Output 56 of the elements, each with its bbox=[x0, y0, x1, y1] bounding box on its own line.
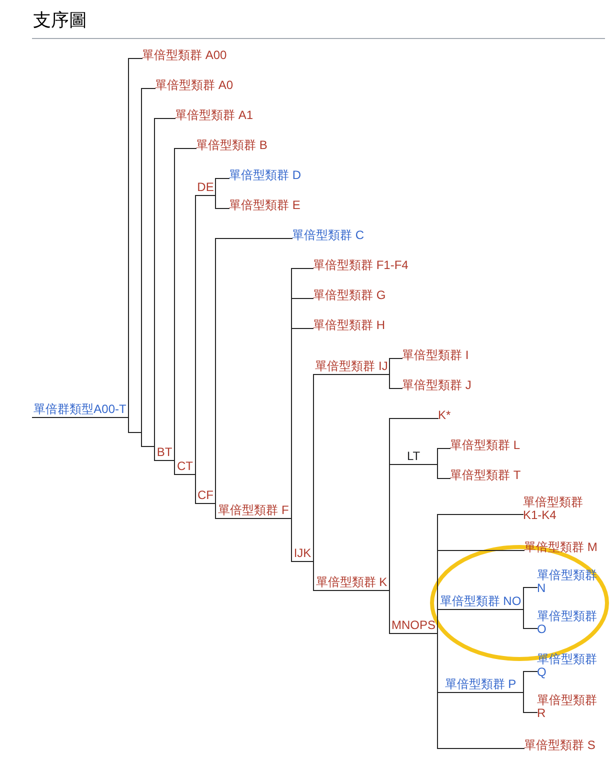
clade-label: 單倍型類群 K bbox=[314, 575, 389, 590]
branch-line bbox=[523, 692, 538, 713]
branch-line bbox=[523, 609, 538, 629]
leaf-label: 單倍型類群 H bbox=[313, 318, 385, 332]
leaf-label: 單倍型類群 A00 bbox=[142, 48, 227, 62]
clade-label: BT bbox=[155, 445, 174, 460]
branch-line bbox=[291, 518, 314, 562]
branch-line bbox=[437, 633, 524, 749]
leaf-label: 單倍型類群 D bbox=[229, 168, 301, 182]
clade-label: CT bbox=[175, 459, 195, 474]
branch-line bbox=[389, 358, 402, 375]
branch-line bbox=[389, 374, 402, 389]
clade-label: CF bbox=[196, 488, 215, 503]
leaf-label: 單倍型類群 E bbox=[229, 198, 300, 212]
clade-label: MNOPS bbox=[390, 618, 437, 633]
clade-label: DE bbox=[196, 180, 215, 195]
branch-line bbox=[523, 671, 538, 693]
branch-line bbox=[215, 238, 292, 504]
branch-line bbox=[437, 464, 450, 479]
branch-line bbox=[174, 148, 196, 461]
diagram-title: 支序圖 bbox=[33, 9, 87, 32]
clade-label: LT bbox=[390, 449, 437, 464]
leaf-label: 單倍型類群 A1 bbox=[175, 108, 254, 122]
clade-label: 單倍型類群 P bbox=[438, 677, 523, 692]
leaf-label: 單倍型類群 G bbox=[313, 288, 386, 302]
branch-line bbox=[195, 195, 216, 475]
clade-label: 單倍型類群 IJ bbox=[314, 359, 389, 374]
branch-line bbox=[437, 609, 524, 634]
leaf-label: 單倍型類群 R bbox=[537, 694, 601, 720]
leaf-label: 單倍型類群 A0 bbox=[155, 78, 234, 92]
branch-line bbox=[437, 448, 450, 465]
leaf-label: 單倍型類群 L bbox=[450, 438, 520, 452]
clade-label: IJK bbox=[292, 546, 313, 561]
branch-line bbox=[128, 417, 175, 461]
branch-line bbox=[313, 561, 390, 591]
leaf-label: 單倍型類群 S bbox=[524, 738, 596, 752]
clade-label: 單倍型類群 F bbox=[216, 503, 291, 518]
leaf-label: 單倍型類群 J bbox=[402, 378, 472, 392]
leaf-label: 單倍型類群 K1-K4 bbox=[523, 496, 587, 522]
leaf-label: K* bbox=[438, 408, 451, 422]
root-label: 單倍群類型A00-T bbox=[32, 402, 128, 418]
branch-line bbox=[195, 474, 216, 504]
clade-label: 單倍型類群 NO bbox=[438, 594, 523, 609]
leaf-label: 單倍型類群 T bbox=[450, 468, 521, 482]
leaf-label: 單倍型類群 B bbox=[196, 138, 268, 152]
leaf-label: 單倍型類群 C bbox=[292, 228, 364, 242]
branch-line bbox=[215, 178, 230, 196]
branch-line bbox=[128, 58, 142, 418]
leaf-label: 單倍型類群 F1-F4 bbox=[313, 258, 408, 272]
branch-line bbox=[313, 374, 390, 562]
branch-line bbox=[215, 195, 230, 209]
branch-line bbox=[389, 590, 438, 634]
leaf-label: 單倍型類群 I bbox=[402, 348, 469, 362]
leaf-label: 單倍型類群 O bbox=[537, 610, 601, 636]
branch-line bbox=[523, 587, 538, 610]
branch-line bbox=[389, 464, 438, 591]
